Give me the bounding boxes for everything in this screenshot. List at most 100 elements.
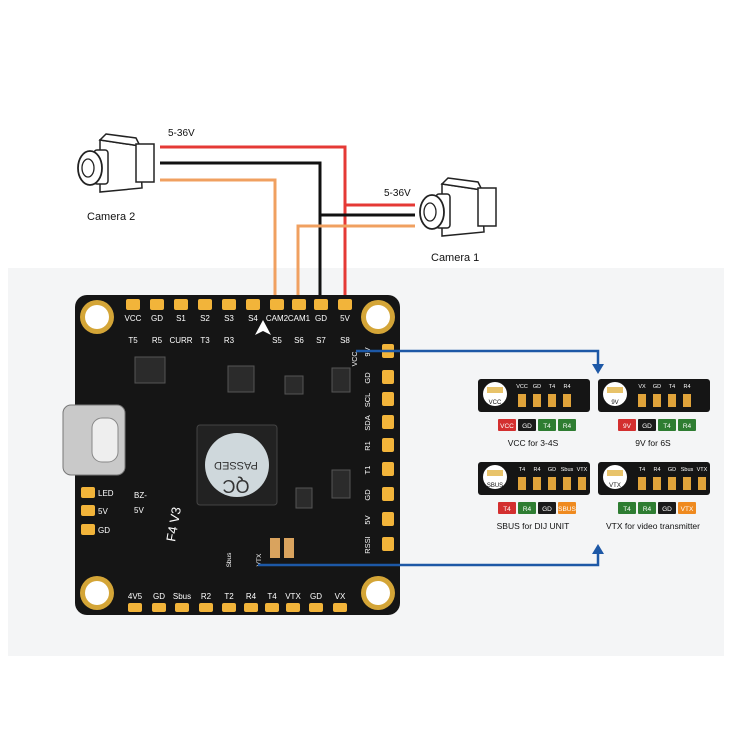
board-model-label: F4 V3 — [163, 506, 184, 543]
module-vcc-connector — [487, 387, 503, 393]
row2-pad-label: CURR — [169, 336, 192, 345]
mount-hole — [85, 305, 109, 329]
module-sbus-connector — [487, 470, 503, 476]
top-pad-label: S1 — [176, 314, 186, 323]
right-pad-label: RSSI — [363, 536, 372, 554]
module-9v-pad — [638, 394, 646, 407]
right-pad — [382, 438, 394, 452]
vtx-small-label: VTX — [256, 553, 263, 566]
top-pad — [314, 299, 328, 310]
row2-pad-label: R3 — [224, 336, 235, 345]
module-9v-pin-tag — [618, 419, 636, 431]
module-vcc-pin-tag — [498, 419, 516, 431]
mount-hole — [366, 581, 390, 605]
module-sbus-pin-tag — [518, 502, 536, 514]
right-pad — [382, 512, 394, 526]
module-9v-pin-label: T4 — [663, 423, 671, 430]
mount-hole — [366, 305, 390, 329]
vcc-small-label: VCC — [352, 352, 359, 367]
module-vcc-pad — [563, 394, 571, 407]
module-9v-header-label: R4 — [683, 384, 690, 390]
module-9v-pad — [683, 394, 691, 407]
bottom-pad-label: GD — [153, 592, 165, 601]
bottom-pad-label: VTX — [285, 592, 301, 601]
module-vtx-pad — [653, 477, 661, 490]
module-vcc-pin-label: T4 — [543, 423, 551, 430]
left-pad-label: 5V — [98, 507, 108, 516]
module-vcc-pin-label: R4 — [563, 423, 572, 430]
module-sbus-header-label: GD — [548, 467, 556, 473]
bottom-pad — [244, 603, 258, 612]
module-vtx-header-label: GD — [668, 467, 676, 473]
top-pad — [174, 299, 188, 310]
module-sbus-pin-label: GD — [542, 506, 552, 513]
right-pad — [382, 537, 394, 551]
bottom-pad — [222, 603, 236, 612]
wire-camera2-video — [160, 178, 277, 300]
right-pad — [382, 415, 394, 429]
top-pad-label: S4 — [248, 314, 258, 323]
module-sbus-pad — [518, 477, 526, 490]
left-pad — [81, 487, 95, 498]
module-sbus-pad — [578, 477, 586, 490]
module-vtx-pad — [698, 477, 706, 490]
module-vtx-pin-tag — [638, 502, 656, 514]
bottom-pad-label: T2 — [224, 592, 234, 601]
module-vcc-pin-label: GD — [522, 423, 532, 430]
arrowhead-bottom — [592, 544, 604, 554]
module-9v-badge-label: 9V — [611, 400, 618, 406]
right-pad — [382, 487, 394, 501]
module-vtx-header-label: T4 — [639, 467, 645, 473]
top-pad-label: GD — [151, 314, 163, 323]
component — [134, 356, 166, 384]
module-vcc-badge-label: VCC — [489, 400, 502, 406]
module-vcc-pin-label: VCC — [500, 423, 514, 430]
top-pad — [246, 299, 260, 310]
module-vcc-pad — [533, 394, 541, 407]
module-vcc-caption: VCC for 3-4S — [507, 438, 559, 448]
right-pad-label: R1 — [363, 441, 372, 451]
bottom-pad-label: R4 — [246, 592, 257, 601]
module-sbus-pad — [563, 477, 571, 490]
module-9v-pin-label: GD — [642, 423, 652, 430]
arrowhead-top — [592, 364, 604, 374]
top-pad — [222, 299, 236, 310]
module-vtx-header-label: Sbus — [681, 467, 694, 473]
top-pad — [198, 299, 212, 310]
row2-pad-label: S7 — [316, 336, 326, 345]
bz-label: BZ- — [134, 491, 147, 500]
bottom-pad-label: GD — [310, 592, 322, 601]
module-sbus-caption: SBUS for DIJ UNIT — [496, 521, 570, 531]
right-pad-label: T1 — [363, 466, 372, 475]
top-pad-label: S3 — [224, 314, 234, 323]
module-vtx-header-label: VTX — [697, 467, 708, 473]
bottom-pad — [333, 603, 347, 612]
module-vtx-pin-tag — [658, 502, 676, 514]
top-pad — [338, 299, 352, 310]
fivev-label: 5V — [134, 506, 144, 515]
capacitor — [284, 538, 294, 558]
mount-hole — [85, 581, 109, 605]
camera-lens-inner — [81, 158, 95, 178]
component — [331, 367, 351, 393]
right-pad-label: GD — [363, 489, 372, 501]
module-9v-header-label: GD — [653, 384, 661, 390]
module-sbus-pin-label: SBUS — [558, 506, 576, 513]
module-vcc-header-label: T4 — [549, 384, 555, 390]
module-vtx-badge-label: VTX — [609, 483, 621, 489]
top-pad — [292, 299, 306, 310]
module-9v-header-label: T4 — [669, 384, 675, 390]
camera-2-voltage: 5-36V — [168, 128, 195, 139]
module-vtx-header-label: R4 — [653, 467, 660, 473]
bottom-pad — [128, 603, 142, 612]
module-vtx-pin-label: VTX — [681, 506, 694, 513]
bottom-pad-label: R2 — [201, 592, 212, 601]
right-pad-label: 5V — [363, 515, 372, 524]
bottom-pad-label: T4 — [267, 592, 277, 601]
wire-camera2-ground — [160, 161, 322, 300]
bottom-pad-label: 4V5 — [128, 592, 143, 601]
right-pad-label: GD — [363, 372, 372, 384]
top-pad-label: VCC — [125, 314, 142, 323]
module-sbus-pin-tag — [558, 502, 576, 514]
